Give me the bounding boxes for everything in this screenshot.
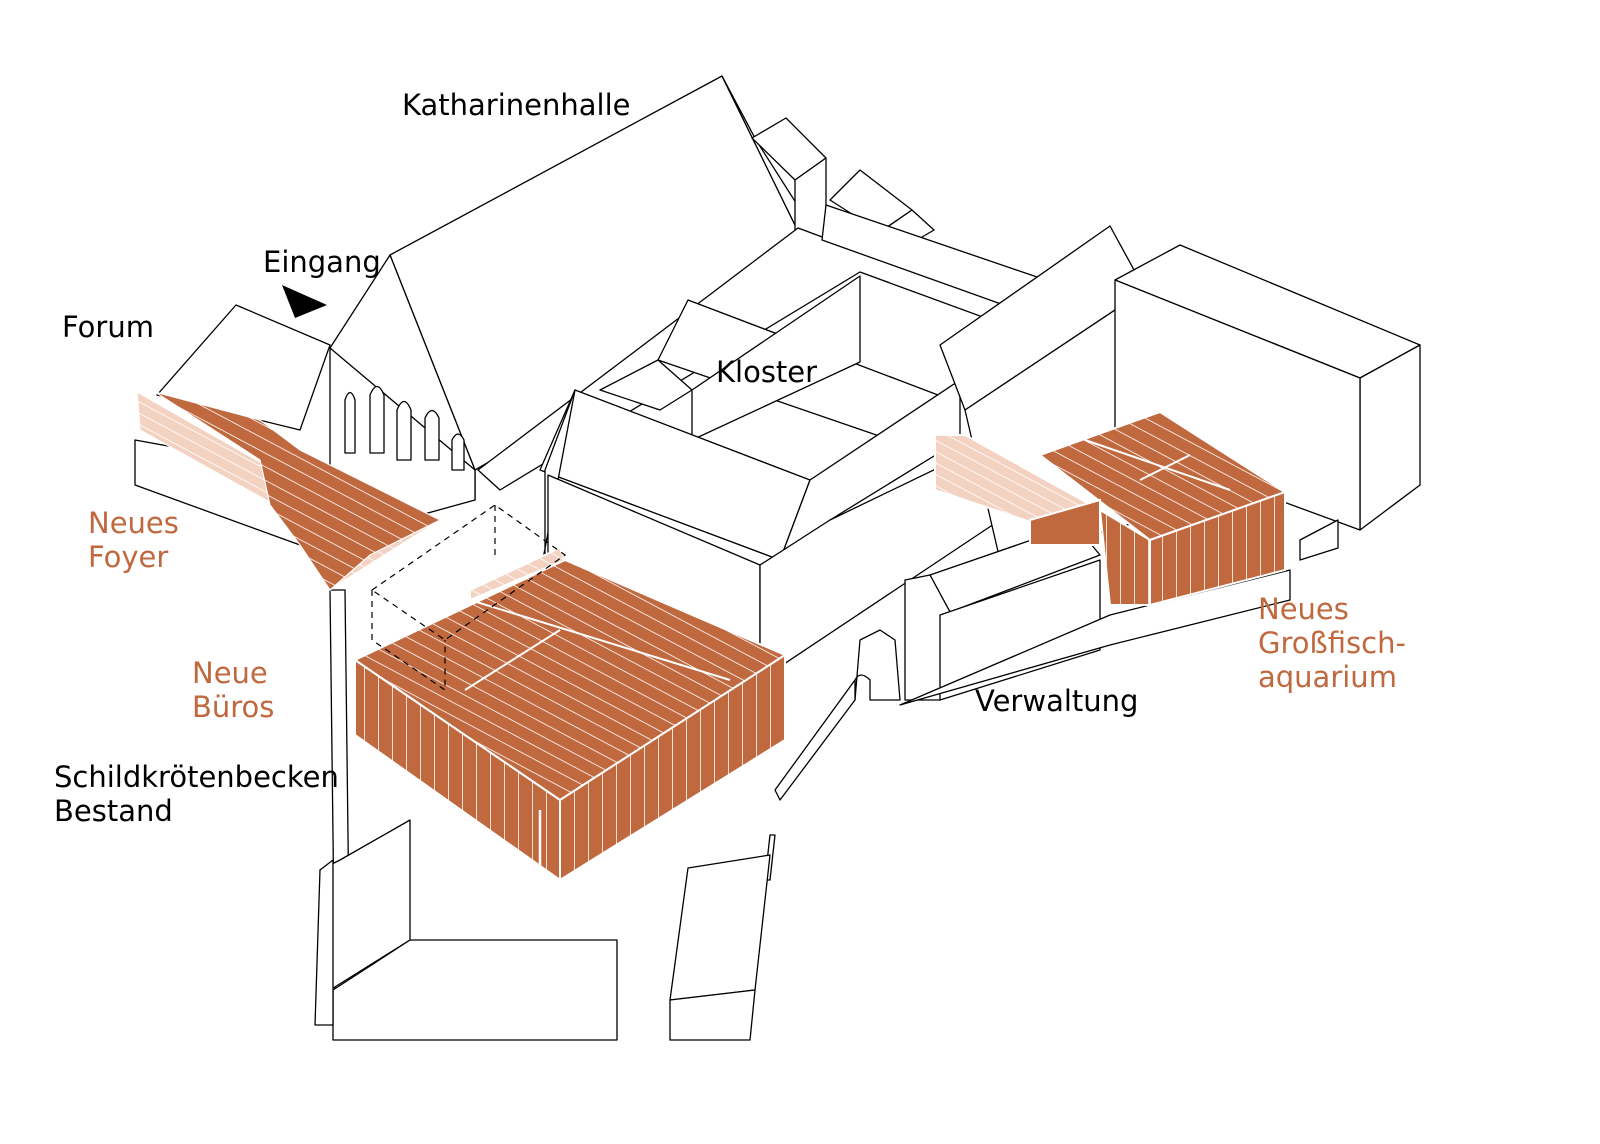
entrance-arrow-icon bbox=[282, 285, 327, 318]
label-neue-bueros-line-1: Neue bbox=[192, 656, 268, 690]
label-grossfischaquarium-line-3: aquarium bbox=[1258, 660, 1397, 694]
label-neue-bueros-line-2: Büros bbox=[192, 690, 275, 724]
dashed-connector bbox=[370, 504, 567, 692]
label-schildkroetenbecken-line-2: Bestand bbox=[54, 794, 173, 828]
building-kloster bbox=[477, 204, 1061, 681]
label-neues-foyer-line-1: Neues bbox=[88, 506, 179, 540]
label-kloster: Kloster bbox=[716, 355, 818, 389]
new-offices-building bbox=[352, 546, 788, 882]
label-forum: Forum bbox=[62, 310, 154, 344]
new-foyer-roof bbox=[136, 390, 442, 591]
label-neues-foyer-line-2: Foyer bbox=[88, 540, 169, 574]
building-schildkroetenbecken bbox=[314, 819, 618, 1041]
label-neues-foyer: Neues Foyer bbox=[88, 506, 179, 574]
building-bottom-block bbox=[669, 854, 771, 1041]
label-grossfischaquarium-line-2: Großfisch- bbox=[1258, 626, 1406, 660]
label-neues-grossfischaquarium: Neues Großfisch- aquarium bbox=[1258, 592, 1406, 694]
label-katharinenhalle: Katharinenhalle bbox=[402, 88, 631, 122]
label-verwaltung: Verwaltung bbox=[975, 684, 1139, 718]
label-grossfischaquarium-line-1: Neues bbox=[1258, 592, 1349, 626]
building-katharinenhalle bbox=[329, 75, 827, 541]
label-schildkroetenbecken-line-1: Schildkrötenbecken bbox=[54, 760, 339, 794]
label-eingang: Eingang bbox=[263, 245, 381, 279]
new-aquarium-building bbox=[934, 410, 1288, 607]
building-verwaltung bbox=[854, 524, 1291, 706]
label-schildkroetenbecken: Schildkrötenbecken Bestand bbox=[54, 760, 339, 828]
label-neue-bueros: Neue Büros bbox=[192, 656, 274, 724]
